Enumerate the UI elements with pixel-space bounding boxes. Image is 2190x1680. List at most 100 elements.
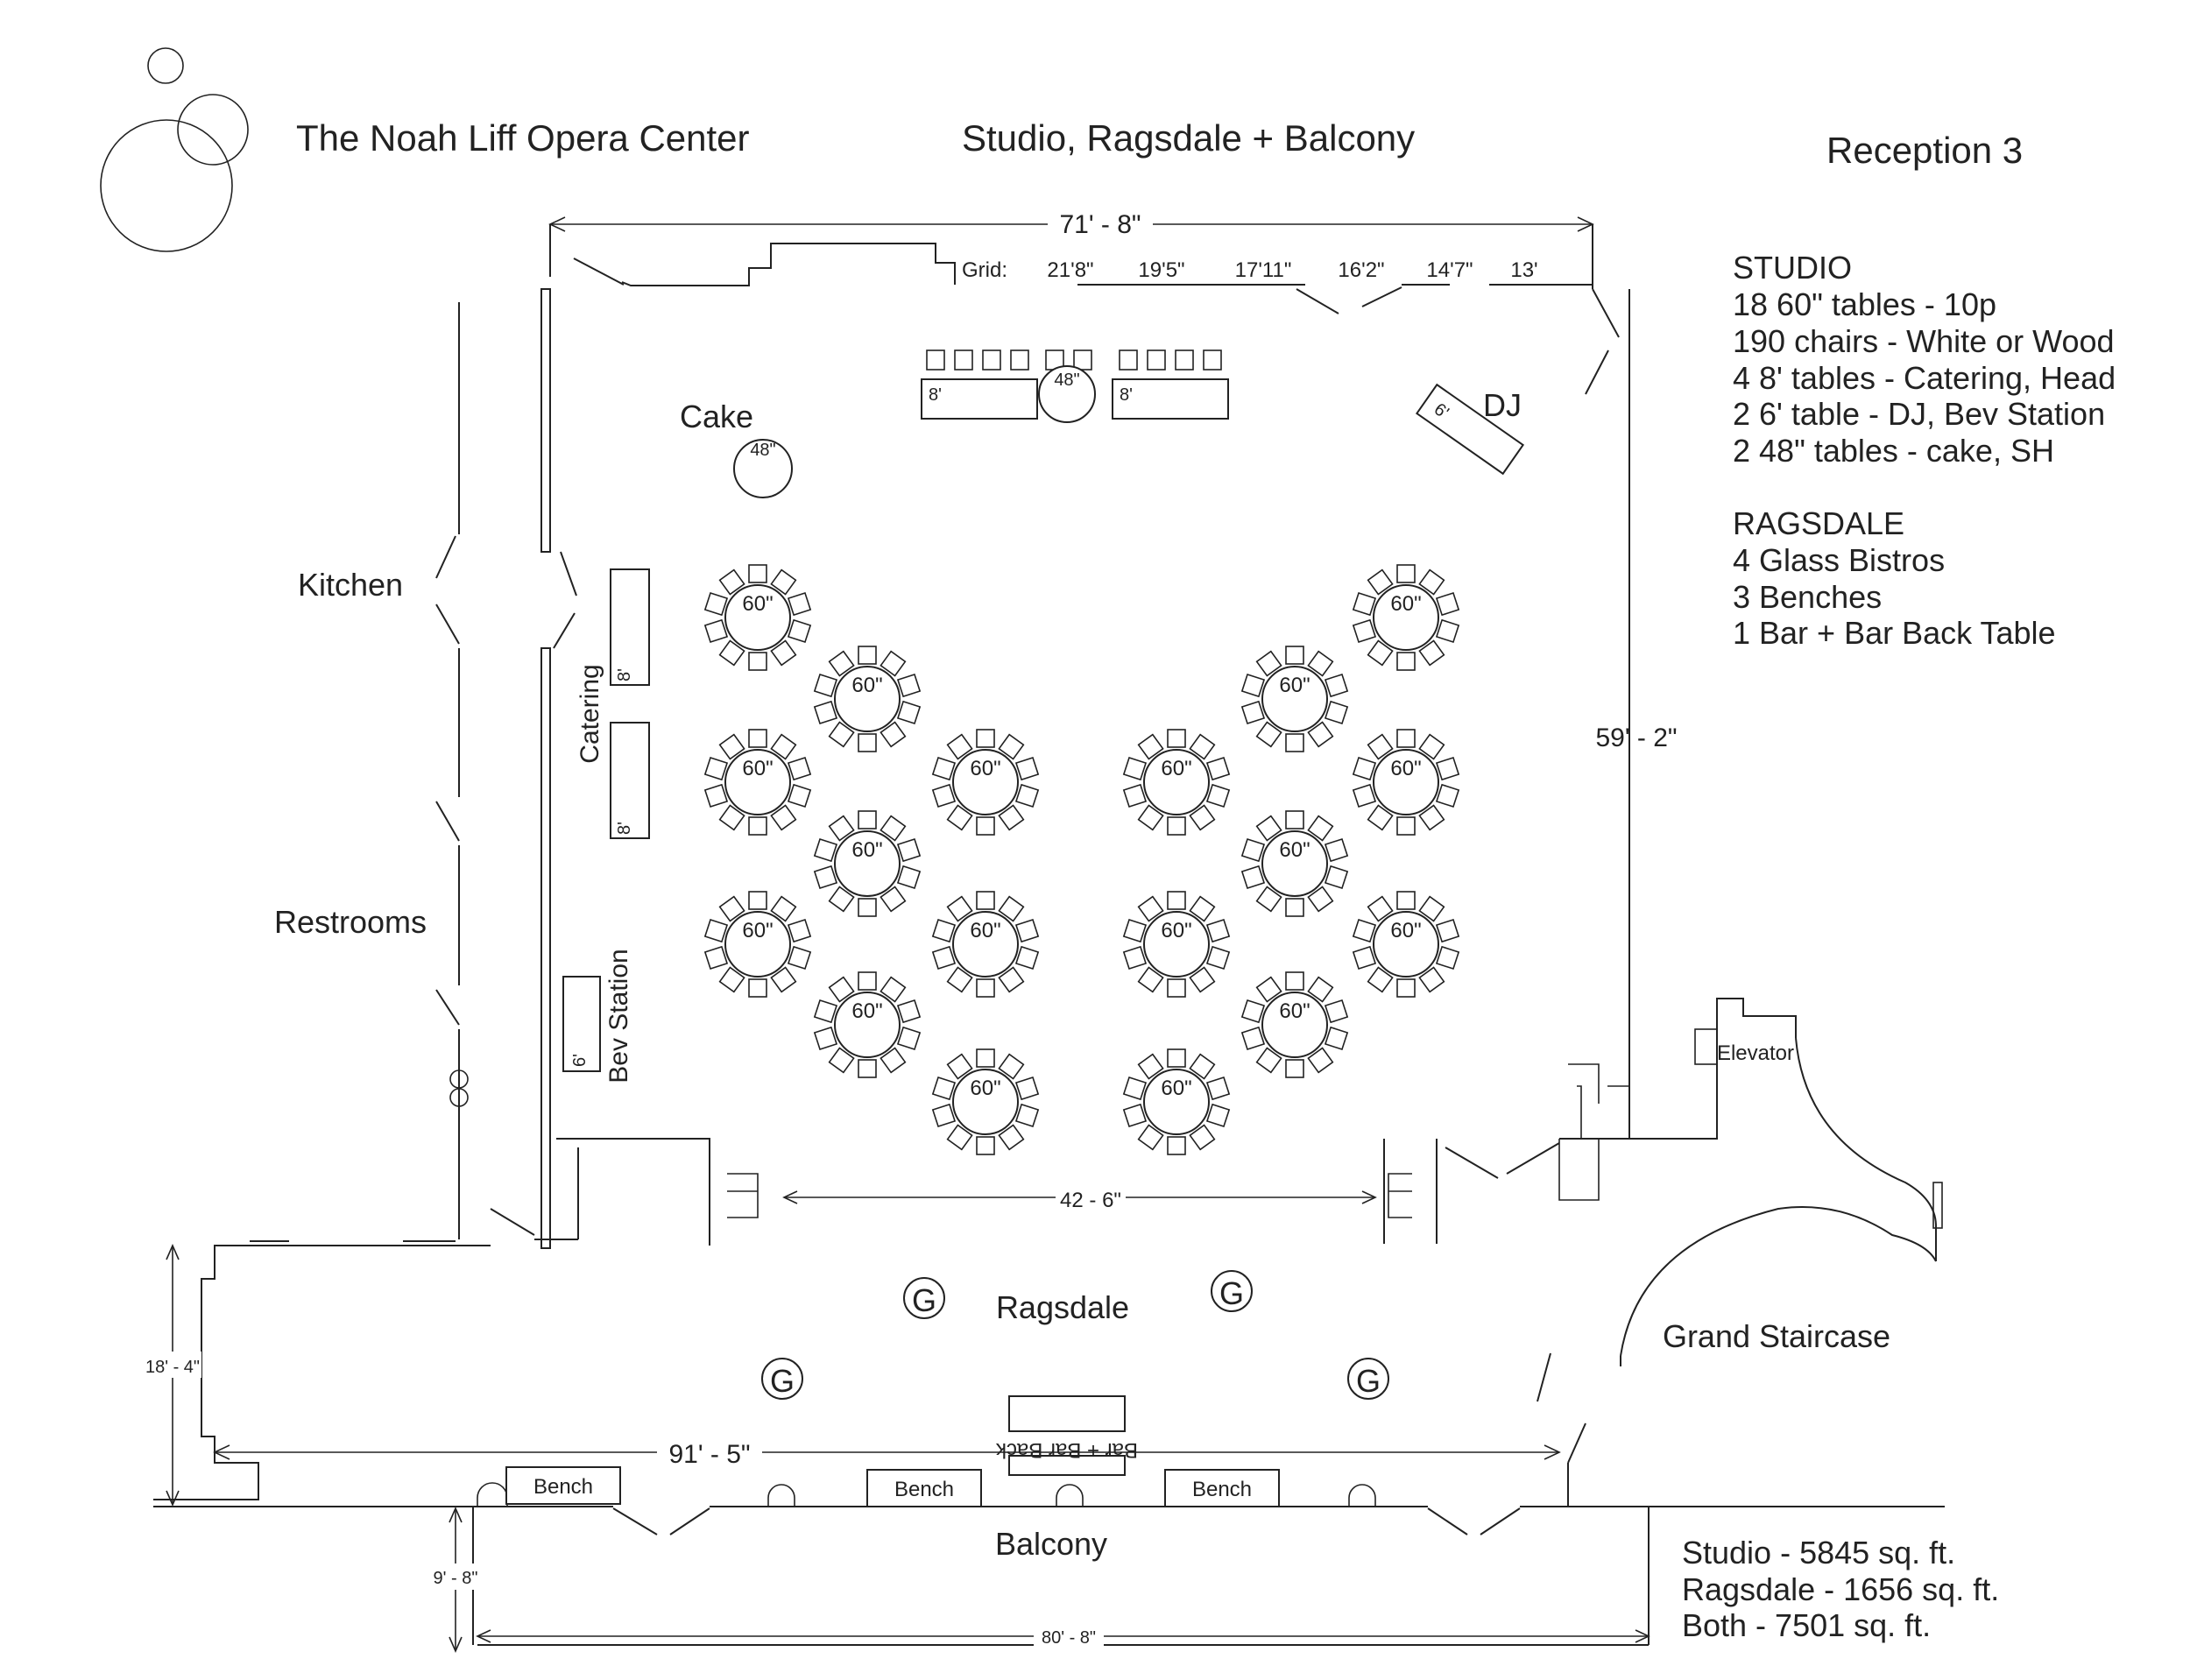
round-table-60: 60" (1240, 810, 1349, 917)
chair (748, 729, 767, 748)
chair (1418, 966, 1445, 993)
chair (1122, 783, 1148, 808)
chair (998, 733, 1025, 760)
chair (1122, 945, 1148, 971)
chair (1014, 918, 1040, 943)
chair (1167, 891, 1186, 910)
studio-walls (490, 224, 1630, 1249)
chair (1435, 945, 1460, 971)
chair (1396, 729, 1416, 748)
chair (1167, 978, 1186, 998)
chair (931, 783, 957, 808)
grid-value: 19'5" (1138, 258, 1184, 282)
chair (1285, 646, 1304, 665)
chair (1167, 1048, 1186, 1068)
chair (1189, 733, 1216, 760)
table-size-label: 60" (1390, 919, 1421, 942)
chair (1122, 918, 1148, 943)
chair (896, 700, 922, 725)
chair (858, 810, 877, 829)
chair (828, 1047, 855, 1074)
chair (1352, 591, 1377, 617)
table-size-label: 8' (1120, 385, 1133, 405)
chair (1205, 783, 1231, 808)
chair (1367, 895, 1394, 922)
table-size-label: 60" (1390, 592, 1421, 616)
table-top (1143, 1069, 1210, 1135)
head-table: 8' 8' 48" (921, 349, 1229, 423)
table-size-label: 60" (970, 1076, 1000, 1100)
chair (828, 650, 855, 677)
chair (718, 568, 745, 596)
table-top (1143, 911, 1210, 978)
chair (1435, 618, 1460, 644)
table-top (952, 1069, 1019, 1135)
table-size-label: 60" (1161, 757, 1191, 780)
chair (703, 756, 729, 781)
ragsdale-inventory: RAGSDALE 4 Glass Bistros 3 Benches 1 Bar… (1733, 505, 2056, 651)
table-top (1373, 911, 1439, 978)
chair (1352, 918, 1377, 943)
chair (998, 966, 1025, 993)
chair (703, 945, 729, 971)
inventory-item: 190 chairs - White or Wood (1733, 323, 2115, 359)
bistro-table: G (761, 1358, 803, 1400)
chair (880, 815, 907, 842)
chair (1137, 895, 1164, 922)
chair (976, 891, 995, 910)
chair (946, 804, 973, 831)
chair (880, 1047, 907, 1074)
balcony-depth-dimension: 9' - 8" (420, 1507, 491, 1653)
table-size-label: 60" (970, 757, 1000, 780)
chair (1307, 721, 1334, 748)
chair (703, 591, 729, 617)
chair (931, 945, 957, 971)
table-size-label: 60" (970, 919, 1000, 942)
grid-label: Grid: (962, 258, 1007, 282)
chair (1189, 804, 1216, 831)
chair (1137, 1124, 1164, 1151)
chair (1189, 895, 1216, 922)
chair (1255, 650, 1282, 677)
svg-text:G: G (770, 1363, 795, 1399)
studio-depth-label: 59' - 2" (1595, 724, 1677, 752)
venue-logo (100, 47, 249, 252)
chair (787, 756, 812, 781)
chair (787, 945, 812, 971)
table-top (1261, 830, 1328, 897)
inventory-heading: RAGSDALE (1733, 505, 1904, 541)
table-size-label: 8' (615, 668, 634, 681)
table-size-label: 60" (1390, 757, 1421, 780)
chair (998, 804, 1025, 831)
cake-table (733, 439, 793, 498)
chair (1307, 815, 1334, 842)
round-tables: 60"60"60"60"60"60"60"60"60"60"60"60"60"6… (703, 564, 1460, 1155)
chair (828, 976, 855, 1003)
chair (1255, 976, 1282, 1003)
chair (1367, 733, 1394, 760)
catering-label: Catering (576, 664, 604, 763)
chair (946, 966, 973, 993)
chair (1307, 650, 1334, 677)
grid-value: 14'7" (1426, 258, 1473, 282)
balcony-width-label: 80' - 8" (1042, 1628, 1096, 1648)
chair (1167, 729, 1186, 748)
chair (1122, 1103, 1148, 1128)
chair (896, 837, 922, 863)
bench: Bench (866, 1469, 982, 1507)
chair (1396, 564, 1416, 583)
table-size-label: 60" (1161, 1076, 1191, 1100)
chair (813, 673, 838, 698)
bev-station-label: Bev Station (604, 949, 633, 1083)
table-top (952, 911, 1019, 978)
chair (954, 349, 973, 371)
chair (748, 652, 767, 671)
table-size-label: 60" (742, 592, 773, 616)
opening-label: 42 - 6" (1060, 1189, 1121, 1212)
balcony-label: Balcony (995, 1526, 1107, 1562)
chair (813, 999, 838, 1024)
table-size-label: 8' (929, 385, 942, 405)
chair (1367, 966, 1394, 993)
table-size-label: 60" (742, 757, 773, 780)
